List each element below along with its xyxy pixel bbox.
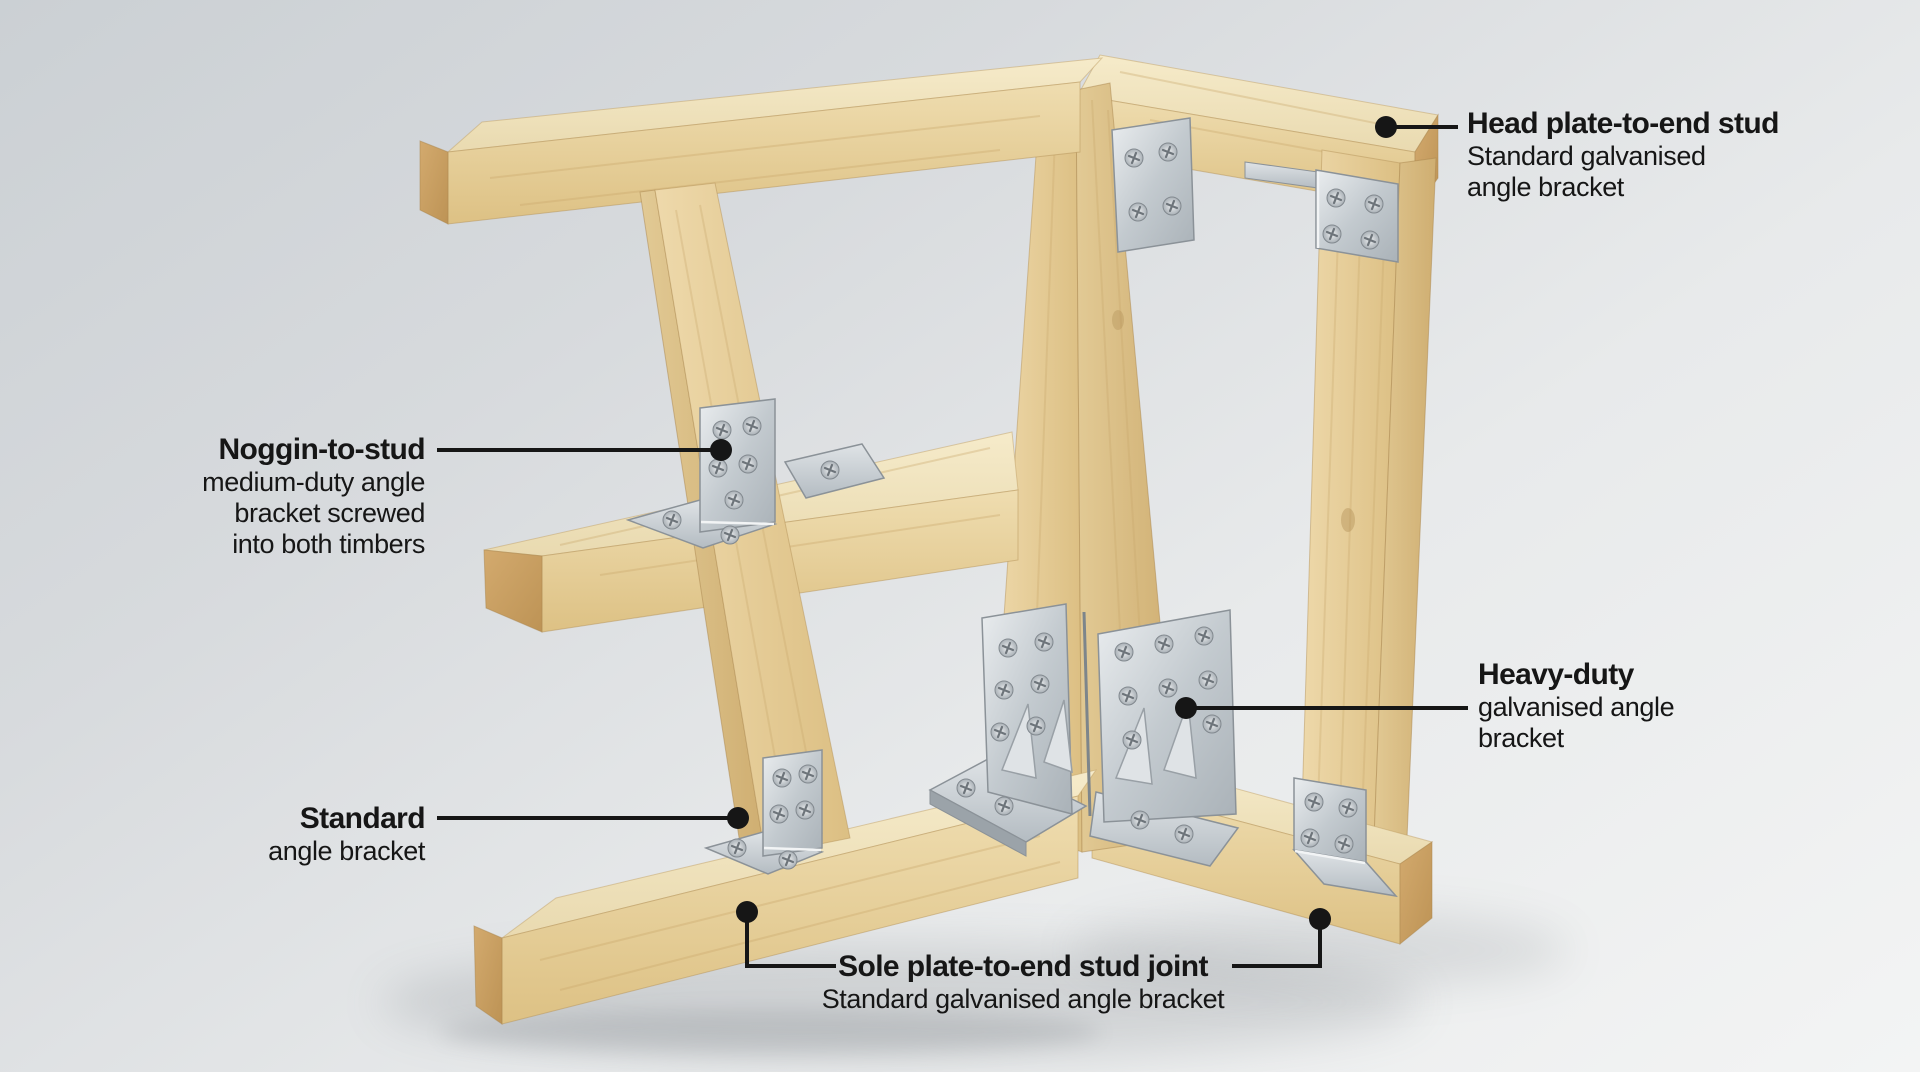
label-noggin-line: bracket screwed <box>234 498 425 528</box>
label-head-plate-line: angle bracket <box>1467 172 1624 202</box>
leader-sole-left <box>736 901 836 968</box>
label-heavy-duty-line: galvanised angle <box>1478 692 1675 722</box>
label-noggin-title: Noggin-to-stud <box>218 433 425 466</box>
leader-sole-right <box>1232 908 1331 968</box>
noggin-bracket <box>625 398 778 549</box>
label-noggin-line: medium-duty angle <box>202 467 425 497</box>
leader-heavy-duty <box>1175 697 1468 719</box>
heavy-duty-bracket-left <box>928 603 1088 857</box>
leader-noggin <box>437 439 732 461</box>
label-standard-line: angle bracket <box>268 836 425 866</box>
standard-bracket <box>703 749 825 875</box>
leader-standard <box>437 807 749 829</box>
corner-post-bracket <box>1111 117 1195 253</box>
head-plate-bracket <box>1244 161 1399 263</box>
label-heavy-duty: Heavy-duty galvanised angle bracket <box>1478 657 1898 754</box>
label-head-plate: Head plate-to-end stud Standard galvanis… <box>1467 106 1907 203</box>
label-sole-plate-line: Standard galvanised angle bracket <box>821 984 1225 1014</box>
label-sole-plate-title: Sole plate-to-end stud joint <box>838 950 1208 983</box>
label-head-plate-line: Standard galvanised <box>1467 141 1706 171</box>
label-standard: Standard angle bracket <box>115 801 426 867</box>
label-noggin: Noggin-to-stud medium-duty angle bracket… <box>60 432 425 560</box>
label-head-plate-title: Head plate-to-end stud <box>1467 107 1779 140</box>
label-heavy-duty-title: Heavy-duty <box>1478 658 1634 691</box>
leader-head-plate <box>1375 116 1458 138</box>
end-stud <box>1299 149 1437 893</box>
label-sole-plate: Sole plate-to-end stud joint Standard ga… <box>763 949 1283 1015</box>
head-plate-left <box>419 57 1104 225</box>
heavy-duty-bracket-right <box>1082 609 1240 867</box>
label-noggin-line: into both timbers <box>232 529 425 559</box>
label-heavy-duty-line: bracket <box>1478 723 1564 753</box>
noggin-bracket-rear <box>783 443 886 499</box>
leader-lines <box>437 116 1468 968</box>
label-standard-title: Standard <box>299 802 426 835</box>
sole-plate-bracket <box>1292 777 1398 898</box>
